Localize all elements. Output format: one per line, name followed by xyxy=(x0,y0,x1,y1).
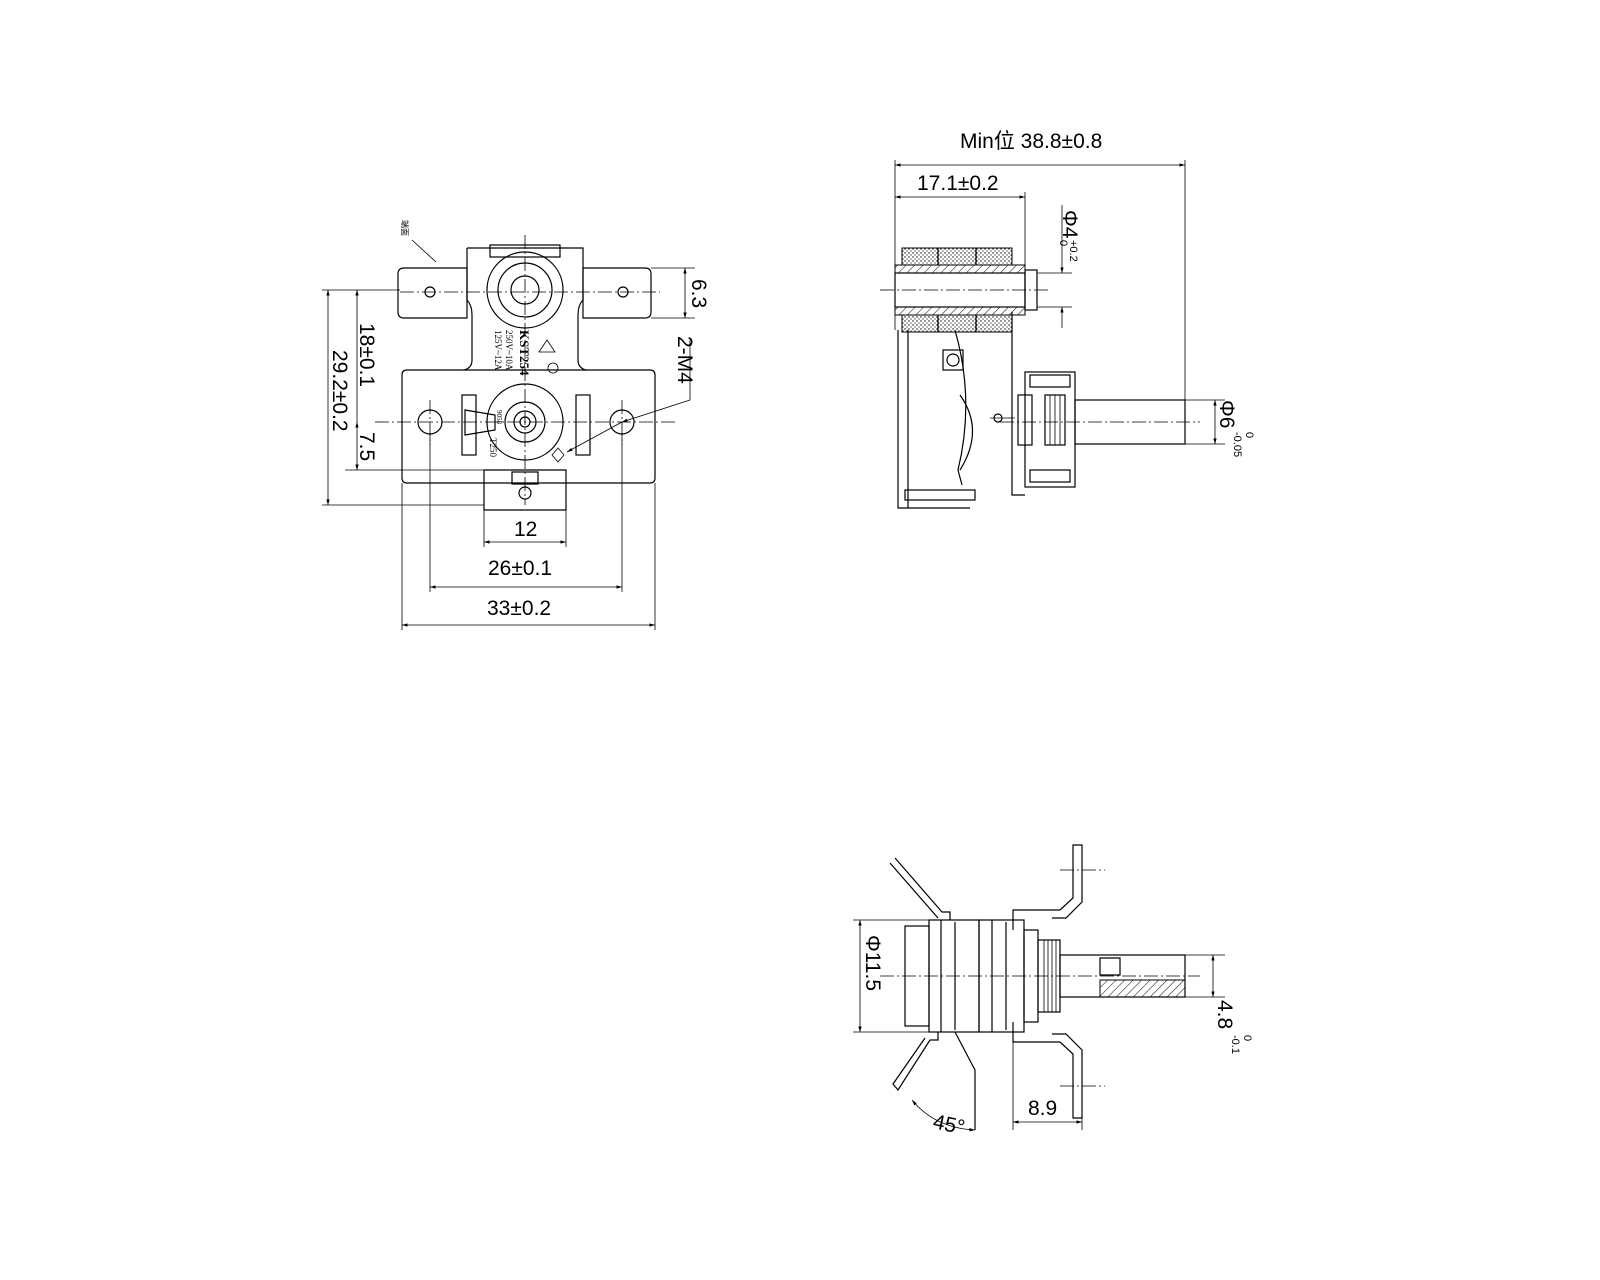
housing-left xyxy=(463,248,473,371)
dim-hole-spacing: 26±0.1 xyxy=(488,557,552,580)
side-frame xyxy=(897,330,970,509)
terminal-left xyxy=(397,267,468,319)
dim-height-inner: 18±0.1 xyxy=(355,323,378,387)
dim-flat-tol-upper: 0 xyxy=(1241,1035,1253,1041)
dim-shaft-tol-upper: 0 xyxy=(1243,432,1255,438)
dim-width-total: 33±0.2 xyxy=(487,597,551,620)
angle-arc xyxy=(911,1099,976,1132)
terminal-right xyxy=(582,267,652,319)
cert-triangle-icon xyxy=(538,339,556,353)
dim-pin-tol-lower: 0 xyxy=(1057,240,1069,246)
bracket-top xyxy=(1012,844,1083,930)
model-text: KST254 xyxy=(517,330,532,376)
side-view: Min位 38.8±0.8 17.1±0.2 Φ4 +0.2 0 Φ6 0 -0… xyxy=(880,130,1255,509)
dim-terminal-width: 6.3 xyxy=(687,279,710,308)
dim-shaft-tol-lower: -0.05 xyxy=(1231,432,1243,457)
dim-length-total: Min位 38.8±0.8 xyxy=(960,130,1102,153)
ceramic-bottom xyxy=(901,314,1013,333)
housing-right xyxy=(467,247,587,371)
terminal-lower xyxy=(892,1032,939,1092)
cert-circle-icon xyxy=(547,362,559,374)
dim-shaft-diameter: Φ6 xyxy=(1215,400,1238,428)
dim-flat-tol-lower: -0.1 xyxy=(1229,1035,1241,1054)
front-view: KST254 250V~10A 125V~12A T250 9058 端面 6.… xyxy=(322,220,710,630)
dim-offset: 7.5 xyxy=(355,432,378,461)
temp-mark: T250 xyxy=(488,438,498,457)
dim-hole-spacing-small: 12 xyxy=(514,518,537,541)
small-mark: 9058 xyxy=(495,410,503,425)
bimetal-blade xyxy=(954,329,967,486)
cert-diamond-icon xyxy=(551,447,565,463)
dim-pin-tol-upper: +0.2 xyxy=(1067,240,1079,262)
dim-flat: 4.8 xyxy=(1213,1000,1236,1029)
ceramic-top xyxy=(901,247,1013,266)
dim-thread: 2-M4 xyxy=(673,336,696,384)
callout-text: 端面 xyxy=(400,220,410,236)
rating-text-1: 250V~10A xyxy=(504,330,514,371)
dim-length-body: 17.1±0.2 xyxy=(917,172,999,195)
dim-angle: 45° xyxy=(931,1110,967,1139)
callout-leader xyxy=(411,239,437,263)
terminal-upper xyxy=(894,857,951,920)
dim-pin-diameter: Φ4 xyxy=(1058,210,1081,239)
bracket-bottom xyxy=(1012,1022,1083,1119)
rating-text-2: 125V~12A xyxy=(493,330,503,371)
bottom-view: Φ11.5 4.8 0 -0.1 8.9 45° xyxy=(853,844,1253,1139)
dim-height-total: 29.2±0.2 xyxy=(328,350,351,432)
dim-body-diameter: Φ11.5 xyxy=(861,935,884,991)
base-plate xyxy=(401,369,656,484)
dim-bracket-offset: 8.9 xyxy=(1028,1097,1057,1120)
